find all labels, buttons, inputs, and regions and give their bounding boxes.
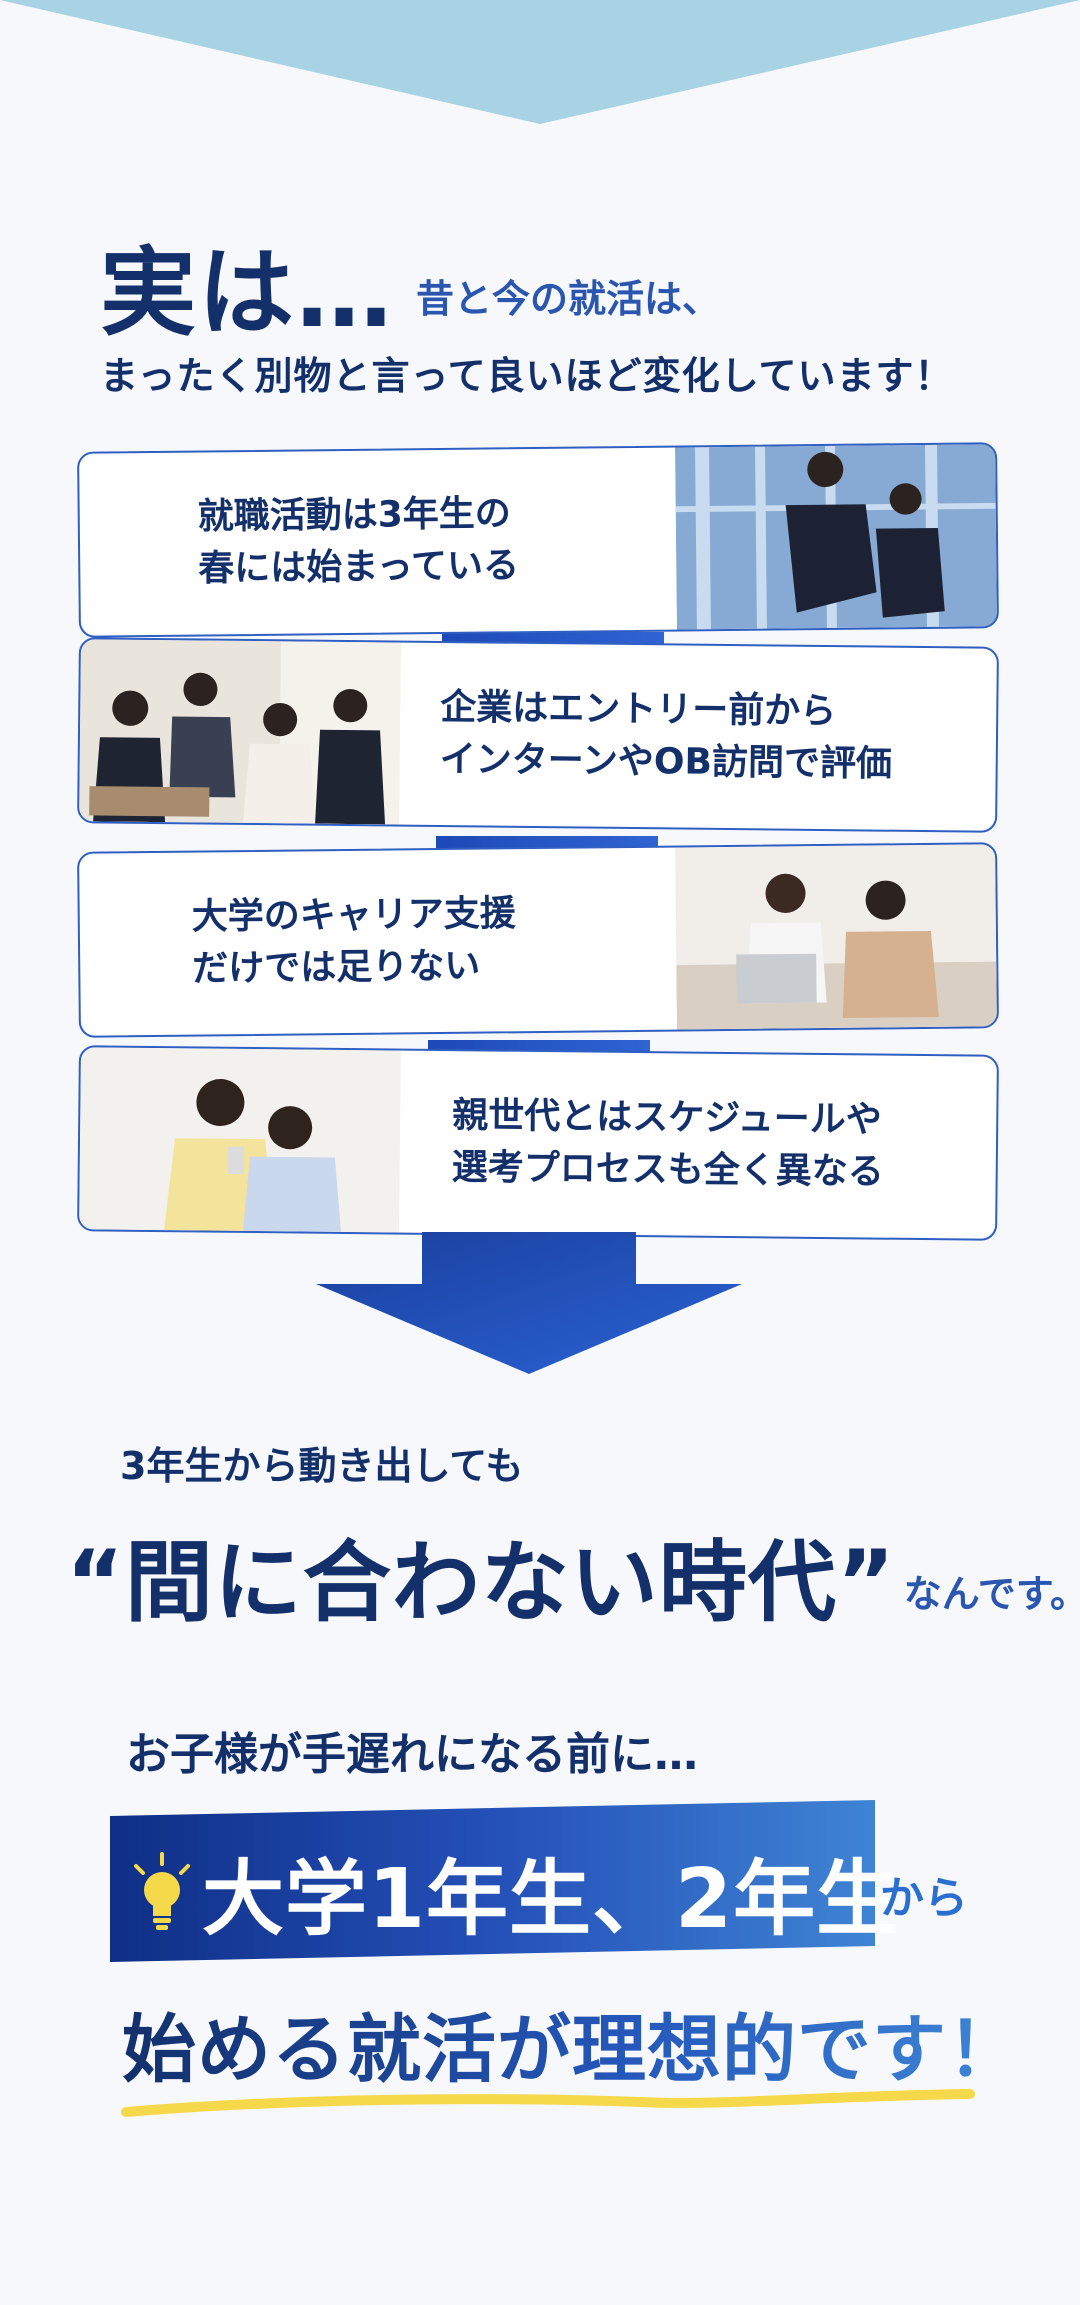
fact-card-line: 春には始まっている <box>198 545 520 590</box>
fact-card-spring: 就職活動は3年生の 春には始まっている <box>77 442 999 638</box>
intro-heading-big: 実は… <box>100 237 394 349</box>
fact-card-text: 大学のキャリア支援 だけでは足りない <box>191 849 517 1034</box>
down-arrow-icon <box>316 1232 742 1374</box>
cta-before-text: お子様が手遅れになる前に… <box>126 1729 698 1780</box>
lead-quote-tail: なんです。 <box>903 1572 1080 1616</box>
lightbulb-icon <box>134 1852 190 1930</box>
fact-card-line: 大学のキャリア支援 <box>191 893 516 938</box>
lead-quote-main: “間に合わない時代” <box>66 1531 896 1634</box>
photo-parent-and-daughter <box>79 1047 401 1233</box>
ideal-statement: 始める就活が理想的です！ <box>122 1990 1022 2097</box>
fact-card-parents-generation: 親世代とはスケジュールや 選考プロセスも全く異なる <box>77 1045 999 1241</box>
photo-career-consultation <box>675 844 997 1030</box>
fact-card-line: だけでは足りない <box>192 945 481 990</box>
fact-card-text: 親世代とはスケジュールや 選考プロセスも全く異なる <box>451 1051 885 1238</box>
fact-card-line: 就職活動は3年生の <box>197 493 511 538</box>
fact-card-line: インターンやOB訪問で評価 <box>439 738 893 785</box>
grade-highlight-text: 大学1年生、2年生 <box>202 1852 900 1947</box>
lead-small-text: 3年生から動き出しても <box>120 1444 524 1488</box>
fact-card-career-support: 大学のキャリア支援 だけでは足りない <box>77 842 999 1038</box>
lead-quote: “間に合わない時代”なんです。 <box>66 1512 1080 1639</box>
fact-card-line: 企業はエントリー前から <box>440 686 837 732</box>
yellow-underline-decoration <box>121 2089 975 2117</box>
photo-office-meeting <box>79 639 401 825</box>
fact-card-internship: 企業はエントリー前から インターンやOB訪問で評価 <box>77 637 999 833</box>
fact-card-text: 就職活動は3年生の 春には始まっている <box>197 449 520 634</box>
intro-subheading: まったく別物と言って良いほど変化しています！ <box>100 354 954 398</box>
photo-job-hunters-start <box>675 444 997 630</box>
fact-card-line: 親世代とはスケジュールや <box>452 1094 882 1141</box>
fact-card-text: 企業はエントリー前から インターンやOB訪問で評価 <box>439 643 893 830</box>
intro-heading-small: 昔と今の就活は、 <box>416 277 721 321</box>
grade-tail-text: から <box>880 1873 968 1924</box>
fact-card-line: 選考プロセスも全く異なる <box>451 1147 884 1193</box>
intro-heading: 実は… 昔と今の就活は、 <box>100 215 720 354</box>
top-chevron-decoration <box>0 0 1080 124</box>
